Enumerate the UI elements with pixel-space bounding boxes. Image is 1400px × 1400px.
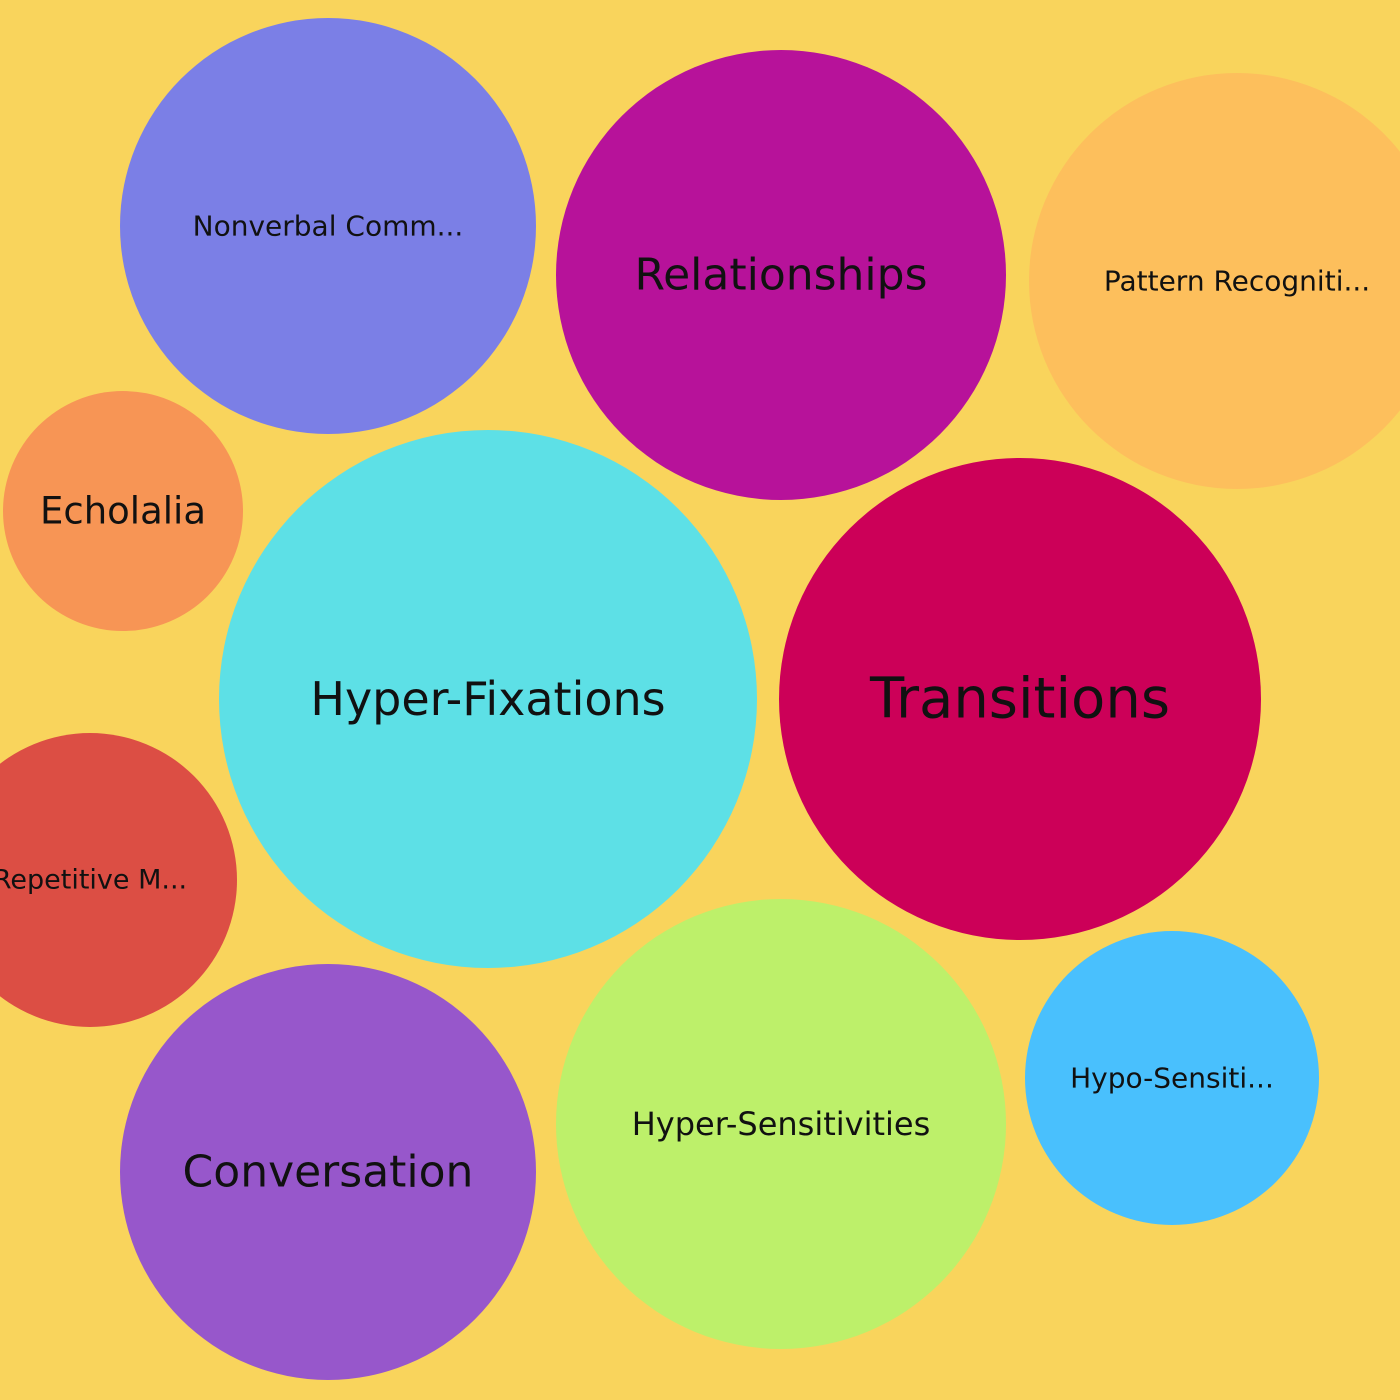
bubble-echolalia xyxy=(3,391,243,631)
bubble-hyper-fixations xyxy=(219,430,757,968)
bubble-hypo-sensiti xyxy=(1025,931,1319,1225)
bubble-conversation xyxy=(120,964,536,1380)
bubble-transitions xyxy=(779,458,1261,940)
bubble-pattern-recogniti xyxy=(1029,73,1400,489)
bubble-label-pattern-recogniti: Pattern Recogniti... xyxy=(1104,265,1370,298)
bubble-label-transitions: Transitions xyxy=(869,667,1170,732)
bubble-label-nonverbal-comm: Nonverbal Comm... xyxy=(193,210,464,243)
bubble-label-relationships: Relationships xyxy=(634,250,927,301)
bubbles-group: Nonverbal Comm... Relationships Pattern Re… xyxy=(0,18,1400,1380)
bubble-label-hypo-sensiti: Hypo-Sensiti... xyxy=(1070,1062,1274,1095)
bubble-label-echolalia: Echolalia xyxy=(40,490,206,533)
bubble-relationships xyxy=(556,50,1006,500)
bubble-nonverbal-comm xyxy=(120,18,536,434)
bubble-label-hyper-fixations: Hyper-Fixations xyxy=(310,672,665,726)
bubble-label-conversation: Conversation xyxy=(183,1147,474,1198)
bubble-label-hyper-sensitivities: Hyper-Sensitivities xyxy=(632,1105,931,1143)
bubble-hyper-sensitivities xyxy=(556,899,1006,1349)
bubble-label-repetitive-m: Repetitive M... xyxy=(0,865,187,896)
bubble-repetitive-m xyxy=(0,733,237,1027)
